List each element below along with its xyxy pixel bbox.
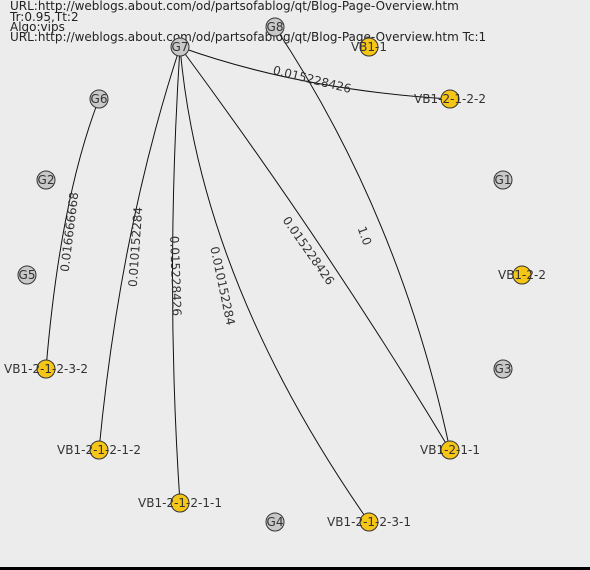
graph-edge (98, 46, 181, 451)
edge-weight-label: 0.016666668 (58, 191, 82, 272)
graph-node[interactable]: G5 (17, 265, 37, 285)
visual-block-node-circle[interactable] (359, 37, 379, 57)
node-label: G4 (267, 515, 284, 529)
graph-node[interactable]: VB1-2-1-2-2 (414, 89, 486, 109)
node-label: G7 (172, 40, 189, 54)
edge-weight-label: 1.0 (355, 224, 375, 247)
edge-weight-label: 0.015228426 (167, 236, 184, 317)
graph-edge (45, 98, 100, 370)
node-label: G1 (495, 173, 512, 187)
node-label: VB1-2-1-2-3-1 (327, 515, 411, 529)
node-label: G2 (38, 173, 55, 187)
graph-node[interactable]: G3 (493, 359, 513, 379)
node-label: G8 (267, 20, 284, 34)
visual-block-node-circle[interactable] (359, 512, 379, 532)
graph-node[interactable]: VB1-2-2 (498, 265, 546, 285)
node-label: VB1-2-1-2-3-2 (4, 362, 88, 376)
node-label: G3 (495, 362, 512, 376)
group-node-circle[interactable] (170, 37, 190, 57)
edge-weight-label: 0.015228426 (280, 214, 337, 288)
node-label: VB1-2-1-2-1-1 (138, 496, 222, 510)
graph-node[interactable]: G2 (36, 170, 56, 190)
group-node-circle[interactable] (493, 170, 513, 190)
header-algo-line: Algo:vips (10, 20, 65, 34)
graph-edge (179, 46, 451, 451)
group-node-circle[interactable] (493, 359, 513, 379)
graph-node[interactable]: VB1-2-1-2-1-2 (57, 440, 141, 460)
graph-edge (172, 46, 181, 504)
visual-block-node-circle[interactable] (440, 440, 460, 460)
graph-node[interactable]: VB1-2-1-1 (420, 440, 480, 460)
graph-node[interactable]: G4 (265, 512, 285, 532)
group-node-circle[interactable] (265, 17, 285, 37)
node-label: VB1-1 (351, 40, 387, 54)
node-label: VB1-2-1-2-1-2 (57, 443, 141, 457)
header-url-line: URL:http://weblogs.about.com/od/partsofa… (10, 0, 459, 13)
edge-weight-label: 0.010152284 (207, 245, 237, 326)
group-node-circle[interactable] (17, 265, 37, 285)
visual-block-node-circle[interactable] (512, 265, 532, 285)
bottom-border (0, 567, 590, 570)
node-label: VB1-2-1-2-2 (414, 92, 486, 106)
group-node-circle[interactable] (89, 89, 109, 109)
graph-node[interactable]: VB1-1 (351, 37, 387, 57)
edge-weight-label: 0.015228426 (272, 63, 353, 96)
group-node-circle[interactable] (265, 512, 285, 532)
node-label: G6 (91, 92, 108, 106)
edge-weight-label: 0.010152284 (126, 206, 146, 287)
graph-node[interactable]: G1 (493, 170, 513, 190)
graph-node[interactable]: VB1-2-1-2-1-1 (138, 493, 222, 513)
node-label: VB1-2-1-1 (420, 443, 480, 457)
graph-edge (179, 46, 451, 100)
visual-block-node-circle[interactable] (36, 359, 56, 379)
node-label: VB1-2-2 (498, 268, 546, 282)
graph-node[interactable]: VB1-2-1-2-3-1 (327, 512, 411, 532)
graph-node[interactable]: G8 (265, 17, 285, 37)
graph-node[interactable]: VB1-2-1-2-3-2 (4, 359, 88, 379)
visual-block-node-circle[interactable] (170, 493, 190, 513)
graph-edge (179, 46, 370, 523)
node-label: G5 (19, 268, 36, 282)
graph-node[interactable]: G6 (89, 89, 109, 109)
graph-node[interactable]: G7 (170, 37, 190, 57)
group-node-circle[interactable] (36, 170, 56, 190)
visual-block-node-circle[interactable] (89, 440, 109, 460)
graph-edge (274, 26, 451, 451)
visual-block-node-circle[interactable] (440, 89, 460, 109)
header-thresholds-line: Tr:0.95,Tt:2 (10, 10, 79, 24)
